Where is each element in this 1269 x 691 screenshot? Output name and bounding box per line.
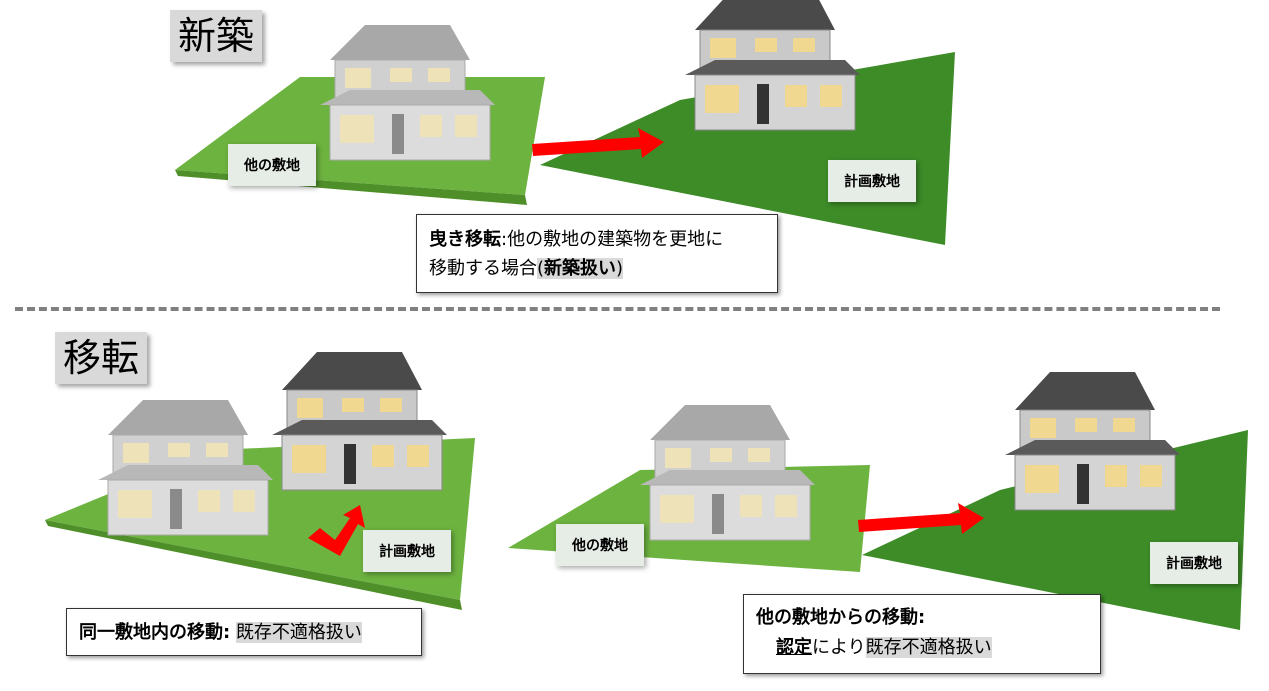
arrow-top [532,128,664,158]
title-relocation: 移転 [55,332,148,384]
caption-hikiido-line1: 曳き移転:他の敷地の建築物を更地に [429,225,765,254]
caption-hikiido-paren-open: ( [537,258,545,279]
caption-same-site-term: 同一敷地内の移動: [79,622,231,643]
ghost-house-top [319,24,496,161]
ghost-house-bottom-left [97,399,274,536]
caption-hikiido-text1: 他の敷地の建築物を更地に [507,229,724,250]
caption-other-site-term: 他の敷地からの移動 [756,607,918,628]
dark-house-top [684,0,861,131]
caption-other-site-result: 既存不適格扱い [865,637,992,658]
caption-other-site-approval: 認定 [776,637,812,658]
caption-other-site-line2: 認定により既存不適格扱い [756,633,1088,663]
caption-same-site: 同一敷地内の移動: 既存不適格扱い [66,608,422,656]
caption-hikiido-term: 曳き移転 [429,229,501,250]
label-planned-site-bottom-left: 計画敷地 [363,530,451,572]
label-planned-site-top: 計画敷地 [828,160,916,202]
label-planned-site-bottom-right: 計画敷地 [1150,542,1238,584]
label-other-site-bottom-right: 他の敷地 [556,524,644,566]
caption-other-site-middle: により [812,637,866,658]
ghost-house-bottom-right [639,404,816,541]
label-other-site-top: 他の敷地 [228,144,316,186]
caption-hikiido-paren-close: ) [616,258,624,279]
caption-hikiido-note: (新築扱い) [537,258,624,279]
caption-other-site: 他の敷地からの移動: 認定により既存不適格扱い [743,594,1101,674]
title-new-build: 新築 [170,10,263,62]
caption-hikiido-colon: : [501,229,508,250]
caption-hikiido-line2: 移動する場合(新築扱い) [429,254,765,283]
caption-hikiido-text2: 移動する場合 [429,258,537,279]
dark-house-bottom-right [1004,371,1181,511]
dark-house-bottom-left [271,351,448,491]
bent-arrow-bottom-left [308,505,365,556]
section-divider [15,307,1220,311]
caption-hikiido: 曳き移転:他の敷地の建築物を更地に 移動する場合(新築扱い) [416,214,778,293]
caption-same-site-result: 既存不適格扱い [235,622,362,643]
caption-other-site-colon: : [918,607,926,628]
caption-other-site-line1: 他の敷地からの移動: [756,603,1088,633]
caption-hikiido-paren-term: 新築扱い [544,258,617,279]
arrow-bottom-right [858,503,984,534]
